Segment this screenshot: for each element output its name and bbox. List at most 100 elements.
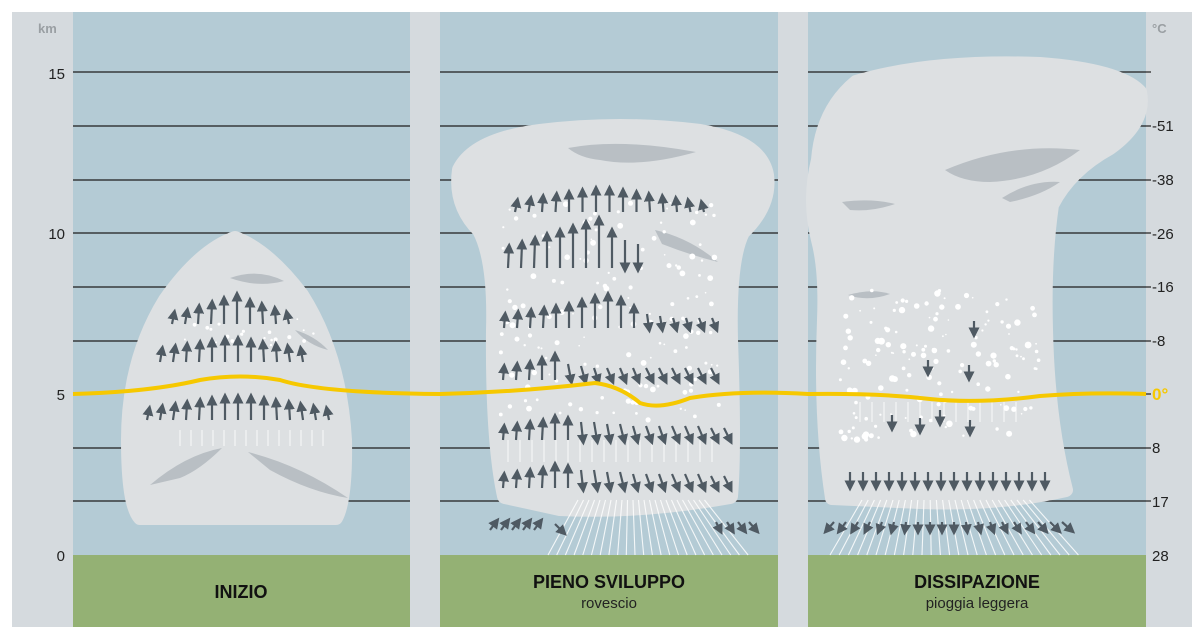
precipitation-dot-icon bbox=[513, 216, 519, 221]
up-arrow-icon bbox=[142, 404, 154, 421]
down-arrow-icon bbox=[630, 425, 641, 446]
down-arrow-icon bbox=[960, 521, 972, 536]
panel-title-dissipazione: DISSIPAZIONE bbox=[914, 572, 1040, 592]
precipitation-dot-icon bbox=[509, 372, 515, 378]
precipitation-dot-icon bbox=[955, 303, 961, 310]
precipitation-dot-icon bbox=[946, 349, 951, 353]
precipitation-dot-icon bbox=[688, 329, 694, 334]
up-arrow-icon bbox=[283, 398, 295, 421]
precipitation-dot-icon bbox=[707, 275, 714, 281]
precipitation-dot-icon bbox=[695, 295, 699, 298]
panel-subtitle-dissipazione: pioggia leggera bbox=[926, 595, 1029, 612]
precipitation-dot-icon bbox=[499, 332, 504, 336]
up-arrow-icon bbox=[283, 342, 295, 363]
precipitation-dot-icon bbox=[273, 337, 278, 342]
precipitation-dot-icon bbox=[551, 278, 556, 283]
precipitation-dot-icon bbox=[209, 327, 213, 331]
down-arrow-icon bbox=[603, 471, 615, 494]
rain-streak-icon bbox=[590, 499, 607, 556]
precipitation-dot-icon bbox=[936, 402, 941, 407]
precipitation-dot-icon bbox=[673, 349, 678, 354]
precipitation-dot-icon bbox=[905, 299, 909, 303]
up-arrow-icon bbox=[516, 238, 528, 269]
precipitation-dot-icon bbox=[698, 243, 702, 247]
precipitation-dot-icon bbox=[240, 332, 244, 336]
down-arrow-icon bbox=[564, 363, 576, 386]
precipitation-dot-icon bbox=[645, 417, 651, 423]
precipitation-dot-icon bbox=[889, 375, 896, 382]
precipitation-dot-icon bbox=[588, 216, 593, 221]
rain-streak-icon bbox=[617, 499, 623, 556]
precipitation-dot-icon bbox=[541, 234, 546, 238]
precipitation-dot-icon bbox=[590, 239, 596, 246]
precipitation-dot-icon bbox=[879, 413, 882, 416]
precipitation-dot-icon bbox=[920, 352, 927, 359]
precipitation-dot-icon bbox=[682, 389, 688, 395]
right-tick--16: -16 bbox=[1152, 279, 1174, 296]
down-arrow-icon bbox=[1024, 521, 1036, 535]
right-axis-unit: °C bbox=[1152, 21, 1167, 36]
precipitation-dot-icon bbox=[1017, 390, 1020, 394]
precipitation-dot-icon bbox=[847, 335, 853, 341]
precipitation-dot-icon bbox=[1000, 320, 1004, 324]
precipitation-dot-icon bbox=[1035, 342, 1037, 345]
precipitation-dot-icon bbox=[709, 330, 713, 335]
precipitation-dot-icon bbox=[874, 424, 878, 428]
right-tick-freezing: 0° bbox=[1152, 385, 1168, 404]
up-arrow-icon bbox=[498, 470, 510, 489]
precipitation-dot-icon bbox=[639, 266, 643, 270]
rain-streak-icon bbox=[1004, 499, 1043, 556]
rain-streak-icon bbox=[693, 499, 732, 556]
precipitation-dot-icon bbox=[507, 299, 512, 304]
precipitation-dot-icon bbox=[593, 211, 597, 216]
precipitation-dot-icon bbox=[1023, 406, 1028, 412]
up-arrow-icon bbox=[322, 404, 334, 421]
down-arrow-icon bbox=[617, 471, 629, 494]
precipitation-dot-icon bbox=[945, 333, 947, 336]
precipitation-dot-icon bbox=[225, 334, 230, 339]
precipitation-dot-icon bbox=[1020, 355, 1022, 358]
up-arrow-icon bbox=[510, 517, 522, 531]
down-arrow-icon bbox=[670, 473, 681, 494]
precipitation-dot-icon bbox=[975, 351, 982, 357]
precipitation-dot-icon bbox=[1029, 406, 1033, 410]
precipitation-dot-icon bbox=[895, 301, 899, 304]
precipitation-dot-icon bbox=[546, 314, 552, 320]
precipitation-dot-icon bbox=[638, 383, 643, 388]
precipitation-dot-icon bbox=[683, 333, 689, 339]
precipitation-dot-icon bbox=[908, 358, 911, 361]
precipitation-dot-icon bbox=[627, 297, 630, 299]
precipitation-dot-icon bbox=[1036, 358, 1041, 363]
up-arrow-icon bbox=[524, 194, 536, 213]
precipitation-dot-icon bbox=[907, 373, 912, 378]
rain-streak-icon bbox=[625, 499, 629, 556]
precipitation-dot-icon bbox=[947, 319, 950, 321]
precipitation-dot-icon bbox=[590, 238, 593, 241]
precipitation-dot-icon bbox=[976, 382, 980, 387]
left-tick-5: 5 bbox=[57, 387, 65, 404]
precipitation-dot-icon bbox=[1008, 333, 1010, 335]
precipitation-dot-icon bbox=[853, 436, 861, 443]
precipitation-dot-icon bbox=[663, 254, 666, 256]
precipitation-dot-icon bbox=[666, 263, 672, 269]
down-arrow-icon bbox=[722, 475, 733, 493]
precipitation-dot-icon bbox=[939, 392, 943, 397]
precipitation-dot-icon bbox=[840, 359, 847, 366]
precipitation-dot-icon bbox=[901, 366, 906, 371]
precipitation-dot-icon bbox=[904, 417, 907, 419]
up-arrow-icon bbox=[309, 402, 321, 421]
up-arrow-icon bbox=[498, 362, 510, 381]
precipitation-dot-icon bbox=[685, 346, 688, 349]
precipitation-dot-icon bbox=[507, 404, 513, 409]
cloud-pieno-sviluppo bbox=[451, 119, 775, 517]
precipitation-dot-icon bbox=[846, 387, 853, 394]
precipitation-dot-icon bbox=[931, 367, 934, 370]
rain-streak-icon bbox=[847, 499, 875, 556]
panel-title-pieno-sviluppo: PIENO SVILUPPO bbox=[533, 572, 685, 592]
precipitation-dot-icon bbox=[649, 356, 652, 359]
precipitation-dot-icon bbox=[939, 304, 945, 310]
precipitation-dot-icon bbox=[572, 312, 574, 315]
precipitation-dot-icon bbox=[616, 210, 620, 214]
precipitation-dot-icon bbox=[498, 412, 503, 417]
precipitation-dot-icon bbox=[924, 301, 929, 306]
